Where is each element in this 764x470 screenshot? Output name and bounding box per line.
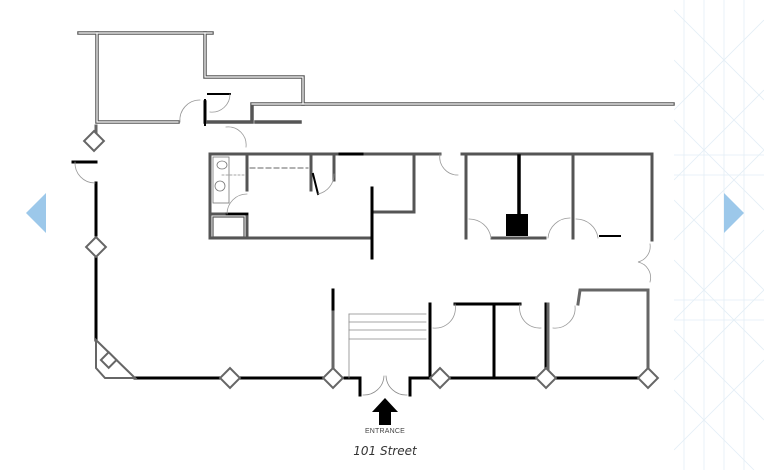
upper-right-offices bbox=[460, 152, 654, 242]
upper-left-room bbox=[77, 31, 675, 124]
restroom-block bbox=[208, 152, 442, 240]
previous-arrow-icon[interactable] bbox=[24, 191, 48, 235]
stairs bbox=[348, 313, 427, 396]
lower-offices bbox=[428, 302, 548, 380]
next-arrow-icon[interactable] bbox=[722, 191, 746, 235]
columns bbox=[82, 129, 660, 390]
street-label: 101 Street bbox=[353, 444, 417, 458]
entrance-arrow-icon bbox=[372, 398, 398, 425]
corner-column bbox=[95, 337, 138, 379]
entrance-label: ENTRANCE bbox=[364, 428, 406, 435]
